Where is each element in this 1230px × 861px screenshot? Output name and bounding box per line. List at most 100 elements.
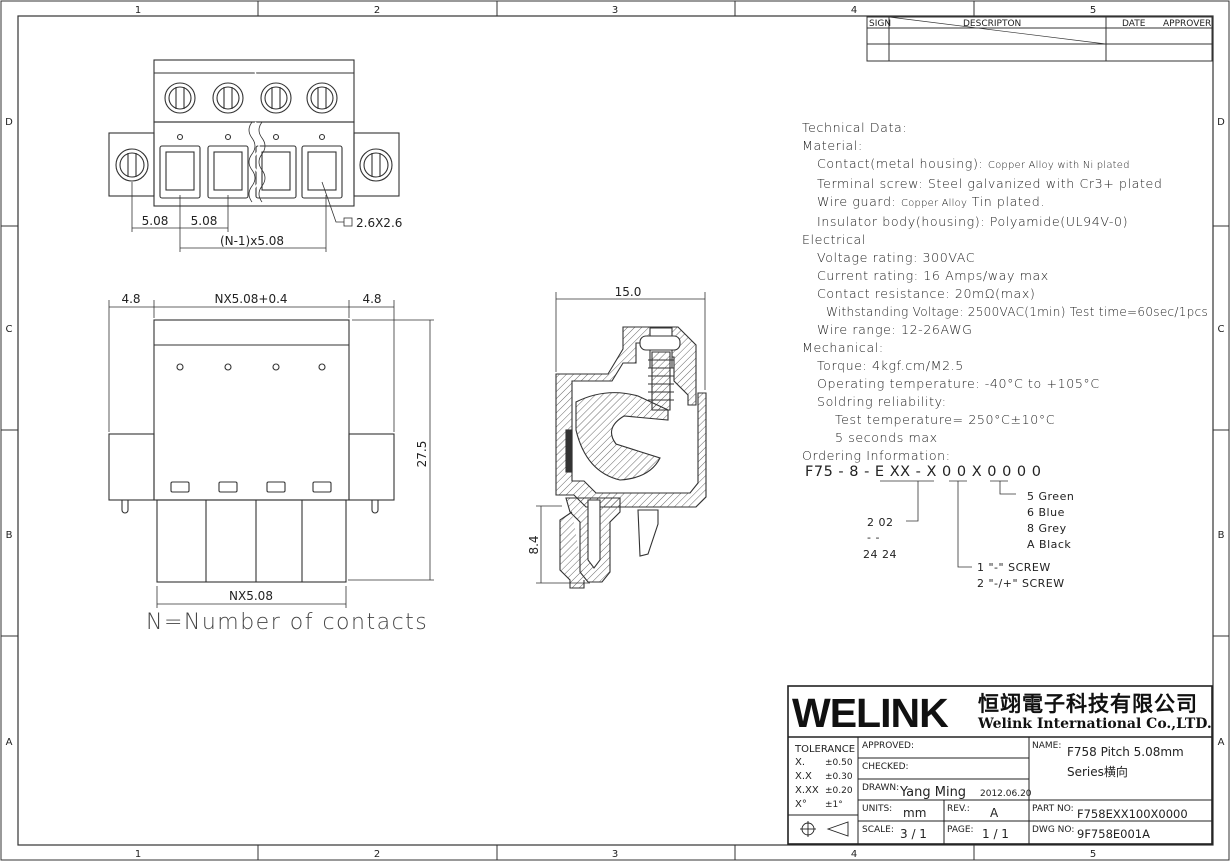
plan-hole-3 — [272, 363, 280, 371]
plan-hole-4 — [318, 363, 326, 371]
drawn-by: Yang Ming — [899, 785, 966, 800]
ordering-leaders — [880, 480, 1016, 568]
plan-hole-1 — [176, 363, 184, 371]
revision-table — [866, 16, 1213, 62]
tol-val-3: ±0.20 — [825, 786, 853, 796]
col-label-top-3: 3 — [612, 5, 618, 16]
tech-resistance: Contact resistance: 20mΩ(max) — [817, 286, 1036, 301]
col-label-bottom-2: 2 — [374, 849, 380, 860]
col-label-top-4: 4 — [851, 5, 857, 16]
scale-value: 3 / 1 — [900, 827, 927, 841]
tech-guard-small: Copper Alloy — [901, 198, 968, 209]
row-label-right-c: C — [1218, 324, 1225, 335]
tech-electrical: Electrical — [802, 232, 866, 247]
rev-description-header: DESCRIPTON — [963, 19, 1021, 29]
rev-label: REV.: — [947, 804, 970, 814]
rev-approver-header: APPROVER — [1163, 19, 1211, 29]
screw-head-1 — [164, 82, 196, 114]
screw-option-1: 1 "-" SCREW — [977, 561, 1051, 574]
tolerance-label: TOLERANCE — [794, 744, 855, 755]
col-label-bottom-4: 4 — [851, 849, 857, 860]
plan-view — [108, 319, 395, 583]
tech-title: Technical Data: — [802, 120, 908, 135]
rev-value: A — [990, 806, 999, 820]
row-label-right-d: D — [1217, 117, 1225, 128]
color-option-1: 5 Green — [1027, 490, 1074, 503]
tol-val-2: ±0.30 — [825, 772, 853, 782]
screw-head-3 — [260, 82, 292, 114]
dwg-no-value: 9F758E001A — [1077, 827, 1150, 841]
dim-pitch-b: 5.08 — [191, 214, 218, 228]
row-label-left-d: D — [5, 117, 13, 128]
test-hole-2 — [224, 133, 232, 141]
tech-withstanding: Withstanding Voltage: 2500VAC(1min) Test… — [826, 305, 1209, 319]
wire-entry-4 — [301, 145, 343, 199]
company-name-en: Welink International Co.,LTD. — [978, 716, 1212, 732]
title-block — [787, 685, 1213, 845]
wire-entry-inner-4 — [307, 151, 337, 191]
ordering-code: F75 - 8 - E XX - X 0 0 X 0 0 0 0 — [805, 464, 1042, 480]
wire-entry-inner-1 — [165, 151, 195, 191]
tol-key-4: X° — [795, 799, 807, 810]
col-label-bottom-5: 5 — [1090, 849, 1096, 860]
name-line-1: F758 Pitch 5.08mm — [1067, 745, 1184, 759]
test-hole-1 — [176, 133, 184, 141]
units-value: mm — [903, 806, 926, 820]
dim-bottom-width: NX5.08 — [229, 589, 273, 603]
screw-head-4 — [306, 82, 338, 114]
n-number-of-contacts-note: N=Number of contacts — [146, 610, 429, 635]
col-label-bottom-1: 1 — [135, 849, 141, 860]
scale-label: SCALE: — [862, 825, 894, 835]
color-option-2: 6 Blue — [1027, 506, 1065, 519]
wire-entry-inner-3 — [261, 151, 291, 191]
tol-val-1: ±0.50 — [825, 758, 853, 768]
screw-head-inner-4 — [310, 86, 334, 110]
drawn-label: DRAWN: — [862, 783, 899, 793]
side-view-dimensions — [536, 292, 706, 584]
color-option-4: A Black — [1027, 538, 1071, 551]
col-label-bottom-3: 3 — [612, 849, 618, 860]
units-label: UNITS: — [862, 804, 892, 814]
tech-soldring: Soldring reliability: — [817, 394, 947, 409]
row-label-left-a: A — [6, 737, 13, 748]
dim-pitch-a: 5.08 — [142, 214, 169, 228]
dim-body-width: NX5.08+0.4 — [214, 292, 287, 306]
drawn-date: 2012.06.20 — [980, 789, 1032, 799]
tol-key-1: X. — [795, 757, 805, 768]
name-line-2: Series横向 — [1067, 764, 1128, 779]
screw-head-inner-1 — [168, 86, 192, 110]
tech-guard-label: Wire guard: — [817, 194, 897, 209]
tech-seconds: 5 seconds max — [835, 430, 938, 445]
tol-key-2: X.X — [795, 771, 812, 782]
tech-current: Current rating: 16 Amps/way max — [817, 268, 1049, 283]
dim-flange-right: 4.8 — [362, 292, 381, 306]
rev-date-header: DATE — [1122, 19, 1146, 29]
plan-slot-1 — [170, 481, 190, 493]
dim-height: 27.5 — [415, 441, 429, 468]
tech-mechanical: Mechanical: — [802, 340, 884, 355]
checked-label: CHECKED: — [862, 762, 909, 772]
tech-wire-range: Wire range: 12-26AWG — [817, 322, 973, 337]
row-label-left-b: B — [6, 530, 13, 541]
dim-side-height: 8.4 — [527, 535, 541, 554]
screw-head-inner-3 — [264, 86, 288, 110]
row-label-right-b: B — [1218, 530, 1225, 541]
test-hole-4 — [318, 133, 326, 141]
tech-op-temp: Operating temperature: -40°C to +105°C — [817, 376, 1100, 391]
screw-head-2 — [212, 82, 244, 114]
tech-voltage: Voltage rating: 300VAC — [817, 250, 976, 265]
row-label-left-c: C — [6, 324, 13, 335]
dwg-no-label: DWG NO: — [1032, 825, 1074, 835]
tech-contact-value: Copper Alloy with Ni plated — [987, 160, 1130, 171]
color-option-3: 8 Grey — [1027, 522, 1067, 535]
pin-square-symbol — [343, 217, 353, 227]
tech-test-temp: Test temperature= 250°C±10°C — [835, 412, 1056, 427]
side-section-view — [555, 326, 707, 589]
rev-sign-header: SIGN — [869, 19, 891, 29]
tech-contact-row: Contact(metal housing): Copper Alloy wit… — [802, 155, 1222, 175]
wire-entry-inner-2 — [213, 151, 243, 191]
pins-bottom: 24 24 — [863, 548, 897, 561]
plan-slot-4 — [312, 481, 332, 493]
front-view-dimensions — [131, 181, 344, 252]
